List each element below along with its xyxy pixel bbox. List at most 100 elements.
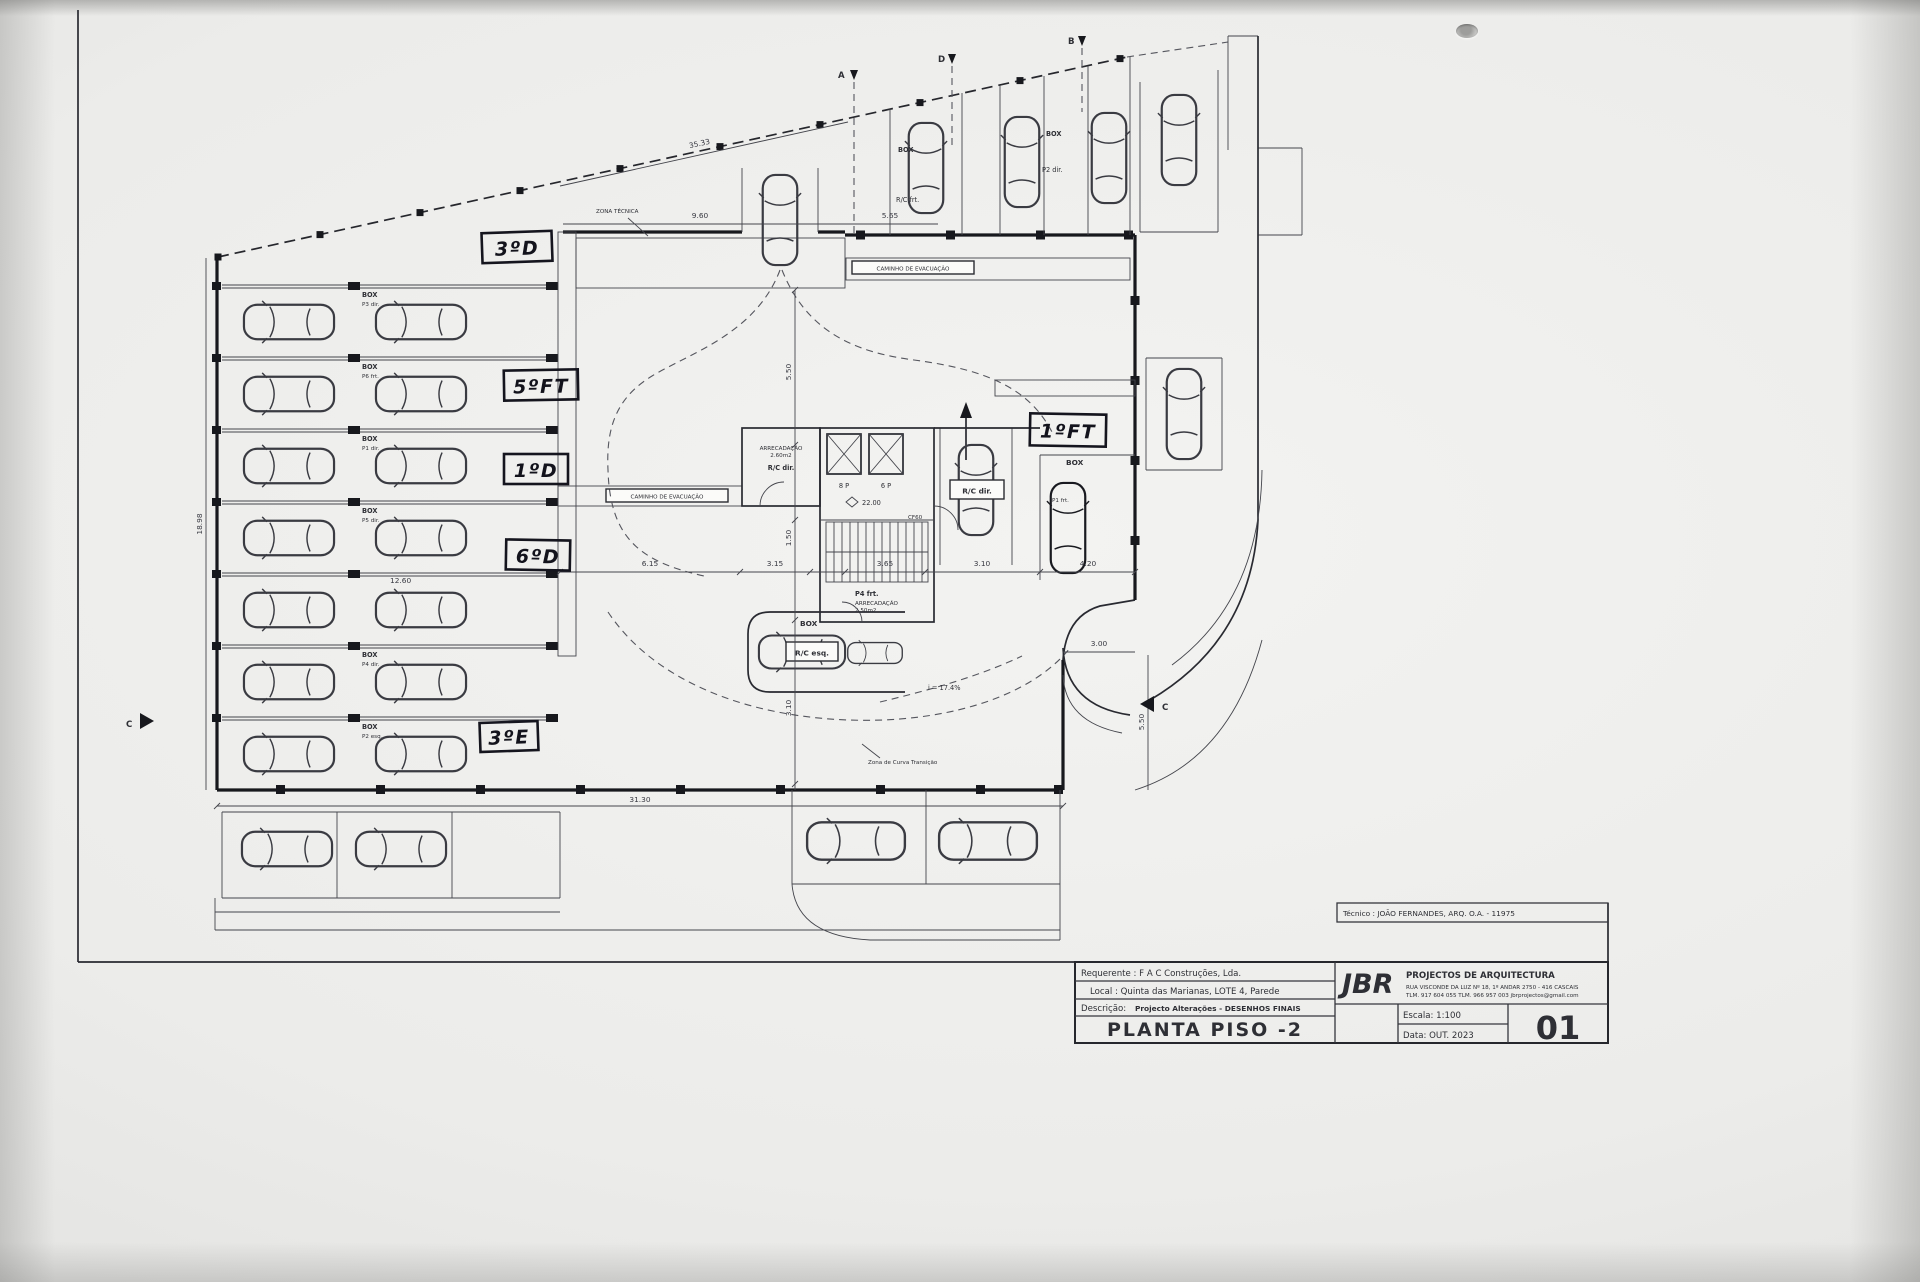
dimensions: 35.33 9.60 5.65 ZONA TÉCNICA 31.30 18.98… bbox=[195, 121, 1149, 810]
paper-dimple bbox=[1456, 24, 1478, 38]
handwritten-note-3d: 3ºD bbox=[480, 229, 554, 265]
handwritten-note-6d: 6ºD bbox=[504, 538, 572, 572]
lift-shaft bbox=[868, 433, 904, 475]
car-icon bbox=[999, 115, 1045, 209]
dim-left-total: 18.98 bbox=[195, 513, 204, 534]
car-icon bbox=[374, 443, 468, 489]
unit-label-rcdir2: R/C dir. bbox=[962, 487, 992, 496]
box-label: BOX bbox=[362, 651, 377, 659]
title-block: Técnico : JOÃO FERNANDES, ARQ. O.A. - 11… bbox=[1074, 902, 1609, 1047]
right-outside bbox=[1134, 35, 1303, 791]
top-right-parking: BOX R/C frt. BOX P2 dir. bbox=[757, 57, 1132, 267]
box-label: BOX bbox=[1046, 130, 1061, 138]
car-icon bbox=[242, 371, 336, 417]
dim-right-v: 5.50 bbox=[1137, 713, 1146, 730]
firm-tagline: PROJECTOS DE ARQUITECTURA bbox=[1406, 971, 1555, 981]
dim-mid-2: 3.15 bbox=[767, 559, 784, 568]
car-icon bbox=[354, 826, 448, 872]
car-icon bbox=[240, 826, 334, 872]
ramp-hatches: CAMINHO DE EVACUAÇÃO CAMINHO DE EVACUAÇÃ… bbox=[557, 231, 1136, 657]
car-icon bbox=[937, 816, 1039, 866]
title-block-frame bbox=[1074, 961, 1609, 1044]
car-icon bbox=[242, 299, 336, 345]
car-icon bbox=[374, 587, 468, 633]
marker-b: B bbox=[1068, 37, 1075, 47]
garage-walls bbox=[215, 168, 1140, 794]
box-label: BOX bbox=[362, 291, 377, 299]
car-icon bbox=[805, 816, 907, 866]
dim-bottom-total: 31.30 bbox=[629, 795, 650, 804]
zona-tecnica-label: ZONA TÉCNICA bbox=[596, 207, 639, 215]
dim-top-a: 9.60 bbox=[692, 211, 709, 220]
caminho-evacuacao-label: CAMINHO DE EVACUAÇÃO bbox=[631, 494, 704, 501]
slope-note: i = 17.4% bbox=[928, 684, 961, 692]
marker-c-left: C bbox=[126, 720, 132, 730]
top-right-cars bbox=[903, 111, 1132, 215]
firm-name: JBR bbox=[1337, 969, 1393, 1000]
stall-labels: BOX P3 dir. BOX P6 frt. BOX P1 dir. BOX … bbox=[362, 291, 411, 740]
drawing-title: PLANTA PISO -2 bbox=[1107, 1019, 1303, 1041]
room-area: 2.50m2 bbox=[855, 608, 876, 614]
escala-text: Escala: 1:100 bbox=[1403, 1011, 1461, 1021]
caminho-evacuacao-label: CAMINHO DE EVACUAÇÃO bbox=[877, 266, 950, 273]
dim-mid-1: 6.15 bbox=[642, 559, 659, 568]
car-icon bbox=[242, 587, 336, 633]
local-text: Local : Quinta das Marianas, LOTE 4, Par… bbox=[1090, 987, 1280, 997]
caminho-label-box bbox=[605, 488, 729, 503]
unit-label-box bbox=[949, 479, 1005, 500]
dim-v1: 5.50 bbox=[784, 363, 793, 380]
data-text: Data: OUT. 2023 bbox=[1403, 1031, 1474, 1041]
stall-code: P2 esq. bbox=[362, 734, 383, 740]
stair-core: 8 P 6 P P4 frt. ARRECADAÇÃO 2.50m2 22.00… bbox=[819, 427, 959, 623]
marker-a: A bbox=[838, 71, 845, 81]
svg-text:1ºFT: 1ºFT bbox=[1040, 421, 1097, 444]
car-icon bbox=[757, 173, 803, 267]
lift-capacity: 6 P bbox=[881, 482, 891, 490]
svg-text:5ºFT: 5ºFT bbox=[513, 375, 570, 398]
svg-text:1ºD: 1ºD bbox=[514, 460, 558, 482]
stall-code: P3 dir. bbox=[362, 302, 380, 308]
lift-shaft bbox=[826, 433, 862, 475]
unit-label-p1frt: P1 frt. bbox=[1052, 498, 1069, 504]
room-label: ARRECADAÇÃO bbox=[855, 600, 898, 607]
car-icon bbox=[242, 443, 336, 489]
car-icon bbox=[374, 731, 468, 777]
box-label: BOX bbox=[898, 146, 913, 154]
car-icon bbox=[374, 659, 468, 705]
svg-text:3ºE: 3ºE bbox=[488, 726, 530, 749]
dim-v2: 1.50 bbox=[784, 529, 793, 546]
marker-c-right: C bbox=[1162, 703, 1168, 713]
row-columns bbox=[212, 282, 558, 722]
parked-cars-left bbox=[242, 299, 468, 777]
site-boundary bbox=[214, 41, 1229, 261]
svg-text:3ºD: 3ºD bbox=[495, 237, 540, 261]
sheet-borders bbox=[77, 10, 1609, 1043]
stall-code: P1 dir. bbox=[362, 446, 380, 452]
handwritten-note-1ft: 1ºFT bbox=[1028, 412, 1108, 449]
firm-address: RUA VISCONDE DA LUZ Nº 18, 1º ANDAR 2750… bbox=[1406, 984, 1579, 991]
car-icon bbox=[242, 659, 336, 705]
unit-label-box bbox=[785, 641, 839, 662]
requerente-text: Requerente : F A C Construções, Lda. bbox=[1081, 969, 1241, 979]
lift-capacity: 8 P bbox=[839, 482, 849, 490]
car-icon bbox=[242, 731, 336, 777]
center-right-stalls: R/C dir. BOX P1 frt. BOX R/C esq. i = 17… bbox=[747, 427, 1135, 766]
box-label: BOX bbox=[1066, 458, 1084, 467]
box-label: BOX bbox=[800, 619, 818, 628]
unit-label-rcdir: R/C dir. bbox=[768, 464, 794, 472]
firm-contacts: TLM. 917 604 055 TLM. 966 957 003 jbrpro… bbox=[1405, 993, 1579, 999]
car-icon bbox=[374, 299, 468, 345]
car-icon bbox=[1086, 111, 1132, 205]
car-icon bbox=[1161, 367, 1207, 461]
car-icon bbox=[846, 639, 904, 667]
unit-label-p4frt: P4 frt. bbox=[855, 590, 879, 598]
storage-room: ARRECADAÇÃO 2.60m2 R/C dir. bbox=[741, 427, 821, 507]
car-icon bbox=[242, 515, 336, 561]
descricao-value: Projecto Alterações - DESENHOS FINAIS bbox=[1135, 1004, 1301, 1013]
stall-code: P5 dir. bbox=[362, 518, 380, 524]
car-icon bbox=[374, 371, 468, 417]
svg-text:6ºD: 6ºD bbox=[516, 546, 561, 569]
ramp-direction-arrow bbox=[960, 402, 972, 418]
